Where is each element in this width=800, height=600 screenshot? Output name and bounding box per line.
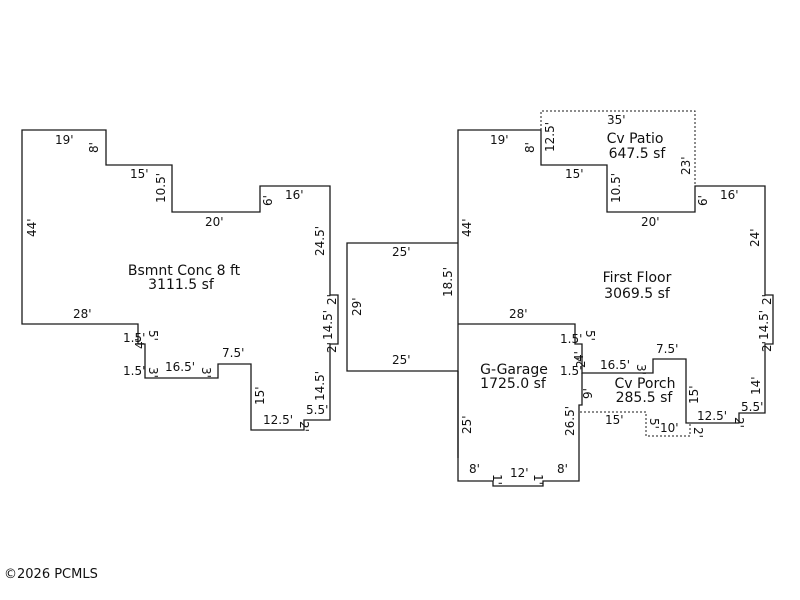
basement-dim-label: 14.5' <box>313 371 327 401</box>
first-floor-area: 3069.5 sf <box>604 286 671 302</box>
porch-dim-label: 12.5' <box>697 409 727 423</box>
first-floor-dim-label: 28' <box>509 307 528 321</box>
porch-dim-label: 5' <box>647 418 661 429</box>
basement-dim-label: 20' <box>205 215 224 229</box>
garage-dim-label: 1.5' <box>560 364 582 378</box>
basement-dim-label: 14.5' <box>321 310 335 340</box>
first-floor-dim-label: 8' <box>523 142 537 153</box>
porch-dim-label: 15' <box>605 413 624 427</box>
basement-dim-label: 3' <box>199 367 213 378</box>
basement-dim-label: 16.5' <box>165 360 195 374</box>
garage-dim-label: 1' <box>490 474 504 485</box>
porch-dim-label: 7.5' <box>656 342 678 356</box>
porch-dim-label: 3' <box>634 364 648 375</box>
basement-dim-label: 6' <box>261 195 275 206</box>
porch-dim-label: 9' <box>581 388 595 399</box>
basement-dim-label: 2' <box>325 342 339 353</box>
garage-dim-label: 12' <box>510 466 529 480</box>
porch-dim-label: 15' <box>687 385 701 404</box>
basement-dim-label: 1.5' <box>123 364 145 378</box>
garage-dim-label: 4' <box>572 351 586 362</box>
porch-title: Cv Porch <box>614 376 675 392</box>
basement-dim-label: 10.5' <box>154 173 168 203</box>
garage-dim-label: 26.5' <box>563 406 577 436</box>
first-floor-dim-label: 5' <box>583 330 597 341</box>
basement-dim-label: 1.5' <box>123 331 145 345</box>
first-floor-dim-label: 10.5' <box>609 173 623 203</box>
first-floor-dim-label: 24' <box>748 228 762 247</box>
first-floor-dim-label: 44' <box>460 218 474 237</box>
first-floor-dim-label: 18.5' <box>441 267 455 297</box>
basement-dim-label: 28' <box>73 307 92 321</box>
patio-dim-label: 12.5' <box>543 122 557 152</box>
porch-dim-label: 5.5' <box>741 400 763 414</box>
garage-dim-label: 29' <box>350 297 364 316</box>
garage-outline <box>457 371 583 487</box>
porch-dim-label: 16.5' <box>600 358 630 372</box>
basement-dim-label: 2' <box>297 421 311 432</box>
basement-dim-label: 24.5' <box>313 226 327 256</box>
first-floor-dim-label: 1.5' <box>560 332 582 346</box>
basement-dim-label: 44' <box>25 218 39 237</box>
first-floor-dim-label: 19' <box>490 133 509 147</box>
garage-title: G-Garage <box>480 362 548 378</box>
first-floor-dim-label: 15' <box>565 167 584 181</box>
basement-dim-label: 4' <box>133 338 147 349</box>
porch-dim-label: 2' <box>691 427 705 438</box>
basement-dim-label: 5' <box>146 330 160 341</box>
basement-area: 3111.5 sf <box>148 277 215 293</box>
first-floor-dim-label: 16' <box>720 188 739 202</box>
basement-dim-label: 2' <box>325 294 339 305</box>
garage-dim-label: 8' <box>469 462 480 476</box>
basement-dim-label: 7.5' <box>222 346 244 360</box>
garage-dim-label: 25' <box>392 245 411 259</box>
basement-dim-label: 15' <box>130 167 149 181</box>
garage-area: 1725.0 sf <box>480 376 547 392</box>
basement-dim-label: 19' <box>55 133 74 147</box>
porch-outline <box>578 405 691 437</box>
patio-title: Cv Patio <box>607 131 664 147</box>
first-floor-dim-label: 2' <box>760 294 774 305</box>
basement-dim-label: 16' <box>285 188 304 202</box>
first-floor-title: First Floor <box>603 270 672 286</box>
porch-dim-label: 2' <box>574 357 588 368</box>
porch-dim-label: 14' <box>749 376 763 395</box>
basement-title: Bsmnt Conc 8 ft <box>128 263 241 279</box>
basement-dim-label: 8' <box>87 142 101 153</box>
copyright-notice: ©2026 PCMLS <box>4 567 98 582</box>
first-floor-dim-label: 14.5' <box>757 310 771 340</box>
garage-left-outline <box>346 242 458 372</box>
garage-dim-label: 1' <box>531 474 545 485</box>
first-floor-dim-label: 2' <box>760 341 774 352</box>
basement-dim-label: 15' <box>253 386 267 405</box>
first-floor-dim-label: 20' <box>641 215 660 229</box>
patio-dim-label: 35' <box>607 113 626 127</box>
garage-dim-label: 25' <box>392 353 411 367</box>
basement-dim-label: 12.5' <box>263 413 293 427</box>
patio-dim-label: 23' <box>679 156 693 175</box>
porch-dim-label: 2' <box>732 417 746 428</box>
basement-dim-label: 3' <box>146 367 160 378</box>
porch-area: 285.5 sf <box>616 390 674 406</box>
patio-area: 647.5 sf <box>609 146 667 162</box>
first-floor-dim-label: 6' <box>696 195 710 206</box>
porch-dim-label: 10' <box>660 421 679 435</box>
garage-dim-label: 25' <box>460 415 474 434</box>
basement-dim-label: 5.5' <box>306 403 328 417</box>
basement-outline <box>21 129 339 431</box>
patio-outline <box>540 110 696 212</box>
garage-dim-label: 8' <box>557 462 568 476</box>
